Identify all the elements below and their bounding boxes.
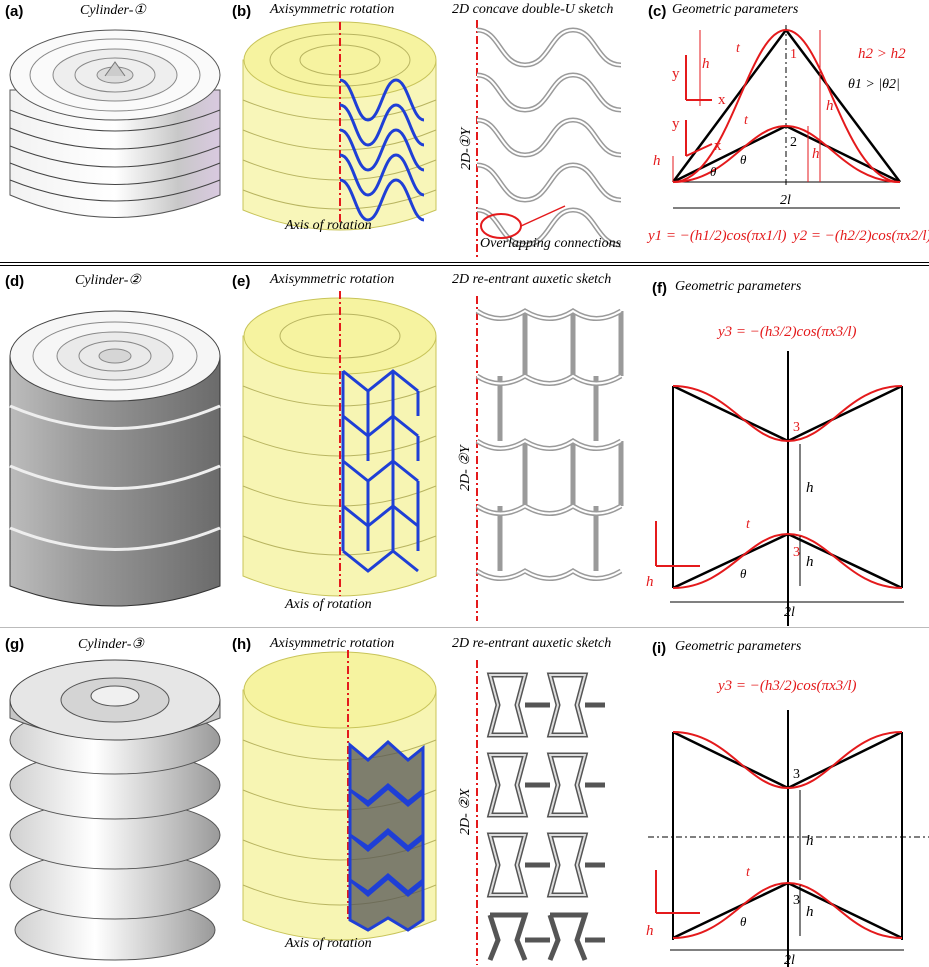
span-f: 2l [784, 605, 795, 620]
row-separator-1b [0, 265, 929, 266]
cylinder-2-render [9, 310, 221, 607]
symbol-theta2: θ [740, 152, 747, 167]
point-2: 2 [790, 135, 797, 150]
sketch-side-label-2: 2D- ②Y [458, 443, 473, 491]
axisymmetric-rotation-2 [242, 291, 437, 597]
symbol-h3-half-i: h [646, 923, 654, 939]
equation-y3-i: y3 = −(h3/2)cos(πx3/l) [716, 678, 857, 694]
panel-label-g: (g) [5, 636, 25, 653]
equation-y1: y1 = −(h1/2)cos(πx1/l) [648, 228, 787, 244]
point-3-top-i: 3 [793, 767, 800, 782]
symbol-theta3-f: θ [740, 566, 747, 581]
geometry-diagram-i: y3 = −(h3/2)cos(πx3/l) t h h h 3 3 θ 2l [646, 678, 929, 967]
equation-y2: y2 = −(h2/2)cos(πx2/l) [793, 228, 929, 244]
cylinder-3-render [9, 659, 221, 961]
panel-caption-b: Axisymmetric rotation [270, 2, 395, 17]
symbol-h3-half-f: h [646, 574, 654, 590]
symbol-t1: t [736, 41, 741, 56]
symbol-h1-half: h [702, 56, 710, 72]
geometry-diagram-f: y3 = −(h3/2)cos(πx3/l) t h h h 3 3 θ 2l [646, 324, 904, 626]
panel-caption-e: Axisymmetric rotation [270, 272, 395, 287]
row-separator-2 [0, 627, 929, 628]
row-separator-1 [0, 262, 929, 263]
panel-label-h: (h) [232, 636, 252, 653]
point-3-bottom-f: 3 [793, 545, 800, 560]
sketch-caption-3: 2D re-entrant auxetic sketch [452, 636, 612, 651]
geometry-diagram-c: y x y x h h h h t t 1 2 θ θ 2l h2 > h2 θ… [653, 25, 906, 209]
symbol-h1: h [826, 98, 834, 114]
symbol-theta3-i: θ [740, 914, 747, 929]
axisymmetric-rotation-1 [242, 21, 437, 231]
symbol-h2: h [812, 146, 820, 162]
panel-label-d: (d) [5, 273, 25, 290]
symbol-t3-f: t [746, 517, 751, 532]
symbol-t3-i: t [746, 865, 751, 880]
point-3-top-f: 3 [793, 420, 800, 435]
symbol-h3-i: h [806, 904, 814, 920]
panel-caption-c: Geometric parameters [672, 2, 799, 17]
symbol-t2: t [744, 113, 749, 128]
symbol-h4-f: h [806, 480, 814, 496]
panel-caption-d: Cylinder-② [75, 273, 141, 288]
symbol-y1: y [672, 66, 680, 82]
symbol-x1: x [718, 92, 726, 108]
point-1: 1 [790, 47, 797, 62]
axis-caption-h: Axis of rotation [285, 936, 372, 951]
span-i: 2l [784, 953, 795, 967]
panel-label-a: (a) [5, 3, 24, 20]
panel-caption-h: Axisymmetric rotation [270, 636, 395, 651]
symbol-x2: x [714, 138, 722, 154]
panel-caption-a: Cylinder-① [80, 3, 146, 18]
symbol-theta1: θ [710, 164, 717, 179]
sketch-side-label-3: 2D- ②X [458, 788, 473, 835]
relation-h: h2 > h2 [858, 46, 906, 62]
relation-theta: θ1 > |θ2| [848, 77, 900, 92]
axis-caption-b: Axis of rotation [285, 218, 372, 233]
symbol-h4-i: h [806, 833, 814, 849]
sketch-note-overlap: Overlapping connections [480, 236, 622, 251]
cylinder-1-render [9, 29, 221, 218]
axisymmetric-rotation-3 [242, 650, 437, 941]
panel-caption-i: Geometric parameters [675, 639, 802, 654]
panel-label-f: (f) [652, 280, 667, 297]
axis-caption-e: Axis of rotation [285, 597, 372, 612]
symbol-y2: y [672, 116, 680, 132]
sketch-reentrant-auxetic-1: 2D- ②Y [458, 296, 624, 621]
panel-label-e: (e) [232, 273, 251, 290]
panel-caption-g: Cylinder-③ [78, 637, 144, 652]
panel-label-c: (c) [648, 3, 667, 20]
span-c: 2l [780, 193, 791, 208]
panel-label-i: (i) [652, 640, 667, 657]
sketch-caption-2: 2D re-entrant auxetic sketch [452, 272, 612, 287]
symbol-h2-half: h [653, 153, 661, 169]
panel-caption-f: Geometric parameters [675, 279, 802, 294]
point-3-bottom-i: 3 [793, 893, 800, 908]
sketch-caption-1: 2D concave double-U sketch [452, 2, 614, 17]
sketch-concave-double-u: 2D-①Y [459, 20, 622, 258]
panel-label-b: (b) [232, 3, 252, 20]
sketch-side-label-1: 2D-①Y [459, 126, 474, 170]
symbol-h3-f: h [806, 554, 814, 570]
sketch-reentrant-auxetic-2: 2D- ②X [458, 660, 605, 965]
equation-y3-f: y3 = −(h3/2)cos(πx3/l) [716, 324, 857, 340]
